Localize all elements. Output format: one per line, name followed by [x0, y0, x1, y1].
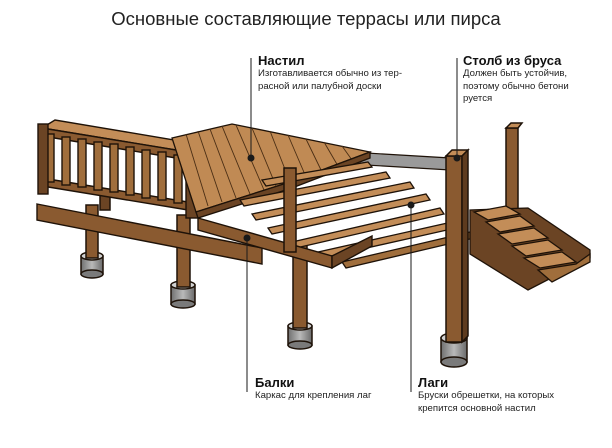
label-stolb-heading: Столб из бруса	[463, 53, 562, 68]
label-balki: Балки Каркас для крепления лаг	[255, 375, 415, 403]
beams	[36, 203, 373, 270]
label-nastil: Настил Изготавливается обычно из тер- ра…	[258, 53, 418, 93]
support-posts	[85, 189, 308, 329]
label-lagi-description: Бруски обрешетки, на которых крепится ос…	[418, 390, 555, 414]
label-lagi: Лаги Бруски обрешетки, на которых крепит…	[418, 375, 608, 415]
label-stolb: Столб из бруса Должен быть устойчив, поэ…	[463, 53, 608, 106]
label-lagi-heading: Лаги	[418, 375, 449, 390]
leader-lines	[243, 58, 461, 392]
timber-post	[283, 122, 524, 344]
label-nastil-heading: Настил	[258, 53, 305, 68]
label-balki-description: Каркас для крепления лаг	[255, 390, 372, 401]
label-balki-heading: Балки	[255, 375, 295, 390]
concrete-footings	[80, 251, 468, 368]
diagram-title: Основные составляющие террасы или пирса	[111, 8, 501, 29]
label-nastil-description: Изготавливается обычно из тер- расной ил…	[258, 68, 403, 92]
stairs	[469, 205, 591, 291]
railing	[37, 119, 200, 219]
label-stolb-description: Должен быть устойчив, поэтому обычно бет…	[463, 68, 569, 104]
